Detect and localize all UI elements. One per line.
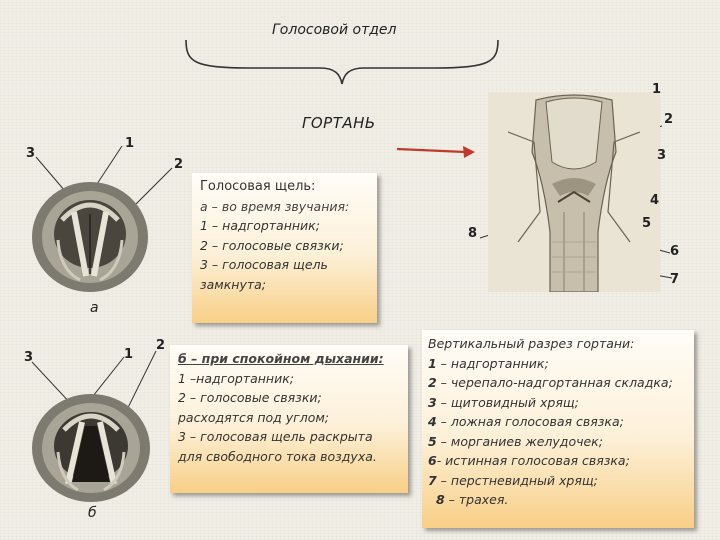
callout-s-1: 1 (652, 82, 661, 97)
panel-a-line-1: 1 – надгортанник; (200, 216, 369, 236)
figure-b-letter: б (88, 505, 97, 521)
callout-s-6: 6 (670, 244, 679, 259)
callout-b-1: 1 (124, 347, 133, 362)
panel-section-heading: Вертикальный разрез гортани: (428, 334, 688, 354)
legend-item: 4 – ложная голосовая связка; (428, 412, 688, 432)
panel-b-line-4: 3 – голосовая щель раскрыта (178, 427, 400, 447)
panel-a-subheading: а – во время звучания: (200, 197, 369, 217)
callout-a-3: 3 (26, 146, 35, 161)
panel-b-line-3: расходятся под углом; (178, 408, 400, 428)
callout-s-4: 4 (650, 193, 659, 208)
legend-item: 3 – щитовидный хрящ; (428, 393, 688, 413)
panel-a-heading: Голосовая щель: (200, 177, 369, 197)
legend-item: 1 – надгортанник; (428, 354, 688, 374)
panel-a-line-3: 3 – голосовая щель (200, 255, 369, 275)
callout-s-3: 3 (657, 148, 666, 163)
callout-a-1: 1 (125, 136, 134, 151)
larynx-section-illustration (488, 92, 660, 292)
legend-item: 5 – морганиев желудочек; (428, 432, 688, 452)
callout-s-8: 8 (468, 226, 477, 241)
panel-a-line-4: замкнута; (200, 275, 369, 295)
figure-a-letter: а (90, 300, 99, 316)
panel-b-line-1: 1 –надгортанник; (178, 369, 400, 389)
callout-b-3: 3 (24, 350, 33, 365)
panel-b-line-2: 2 – голосовые связки; (178, 388, 400, 408)
larynx-open-illustration (30, 392, 152, 504)
panel-b-line-5: для свободного тока воздуха. (178, 447, 400, 467)
panel-a-line-2: 2 – голосовые связки; (200, 236, 369, 256)
callout-s-5: 5 (642, 216, 651, 231)
callout-s-7: 7 (670, 272, 679, 287)
panel-section-legend: Вертикальный разрез гортани: 1 – надгорт… (422, 330, 694, 528)
callout-s-2: 2 (664, 112, 673, 127)
callout-b-2: 2 (156, 338, 165, 353)
legend-item: 7 – перстневидный хрящ; (428, 471, 688, 491)
legend-item: 8 – трахея. (428, 490, 688, 510)
legend-item: 6- истинная голосовая связка; (428, 451, 688, 471)
panel-glottis-phonation: Голосовая щель: а – во время звучания: 1… (192, 173, 377, 323)
panel-glottis-breathing: б – при спокойном дыхании: 1 –надгортанн… (170, 345, 408, 493)
larynx-closed-illustration (30, 180, 150, 295)
callout-a-2: 2 (174, 157, 183, 172)
panel-b-subheading: б – при спокойном дыхании: (178, 349, 400, 369)
legend-item: 2 – черепало-надгортанная складка; (428, 373, 688, 393)
